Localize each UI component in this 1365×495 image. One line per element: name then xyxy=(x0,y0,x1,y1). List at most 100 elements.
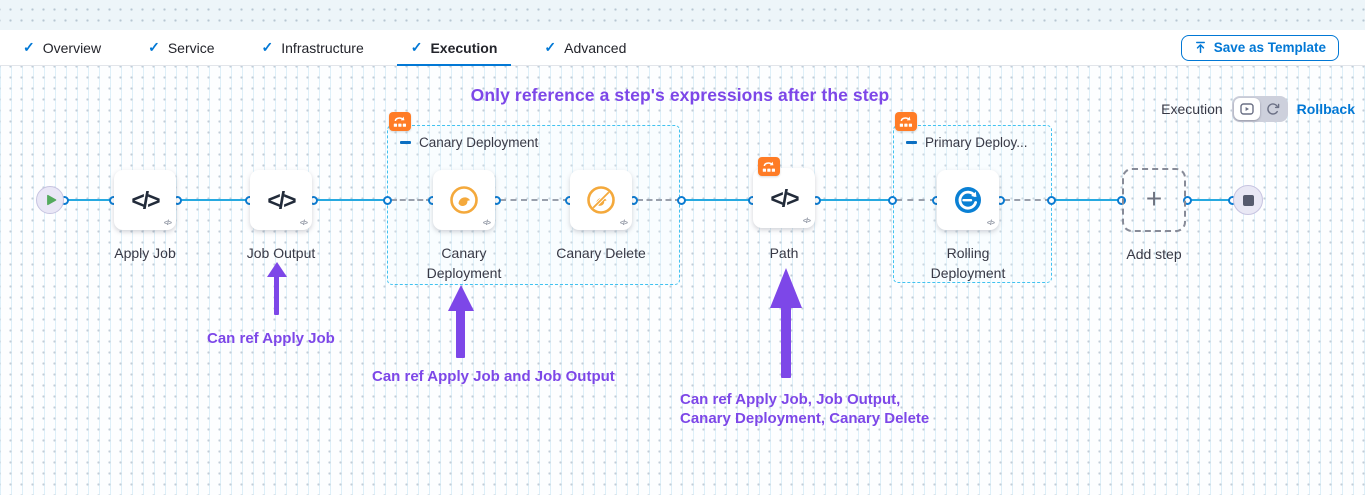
edge-connector xyxy=(637,199,681,201)
check-icon: ✓ xyxy=(148,39,160,55)
annotation-note-3-line1: Can ref Apply Job, Job Output, xyxy=(680,391,901,408)
code-icon: </> xyxy=(770,183,799,212)
rollback-steps-badge-icon xyxy=(758,157,780,176)
code-badge-icon: </> xyxy=(619,220,628,227)
step-job-output[interactable]: </> </> xyxy=(250,170,312,230)
annotation-arrow-shaft xyxy=(781,306,791,378)
edge-connector xyxy=(68,199,113,201)
edge-connector xyxy=(317,199,387,201)
annotation-arrow-head xyxy=(267,262,287,277)
code-badge-icon: </> xyxy=(986,220,995,227)
edge-connector xyxy=(1055,199,1121,201)
play-icon xyxy=(46,194,56,206)
tab-label: Execution xyxy=(430,39,498,56)
check-icon: ✓ xyxy=(23,39,35,55)
annotation-note-3: Can ref Apply Job, Job Output, Canary De… xyxy=(680,390,929,428)
rollback-steps-glyph xyxy=(393,116,406,127)
upload-icon xyxy=(1195,41,1205,54)
add-step-button[interactable]: + xyxy=(1122,168,1186,232)
step-label-path: Path xyxy=(769,245,799,261)
code-icon: </> xyxy=(267,185,296,214)
tab-infrastructure[interactable]: ✓ Infrastructure xyxy=(252,30,374,66)
canary-delete-icon xyxy=(587,186,615,214)
rollback-steps-badge-icon xyxy=(895,112,917,131)
code-badge-icon: </> xyxy=(163,220,172,227)
annotation-arrow-head xyxy=(448,285,474,311)
save-as-template-button[interactable]: Save as Template xyxy=(1180,34,1339,61)
canvas-top-strip xyxy=(0,0,1365,30)
tab-label: Service xyxy=(167,39,215,56)
connector-port[interactable] xyxy=(1047,196,1056,205)
group-label-row: Canary Deployment xyxy=(400,135,550,150)
step-path[interactable]: </> </> xyxy=(753,168,815,228)
step-label-canary-delete: Canary Delete xyxy=(556,245,646,261)
edge-connector xyxy=(500,199,569,201)
annotation-note-1: Can ref Apply Job xyxy=(207,330,335,347)
step-label-canary-deployment: Canary Deployment xyxy=(426,245,502,281)
tab-label: Infrastructure xyxy=(281,39,364,56)
plus-icon: + xyxy=(1145,182,1163,214)
step-label-apply-job: Apply Job xyxy=(114,245,176,261)
group-label-row: Primary Deploy... xyxy=(906,135,1036,150)
step-canary-delete[interactable]: </> xyxy=(570,170,632,230)
edge-connector xyxy=(1004,199,1051,201)
rollback-steps-glyph xyxy=(899,116,912,127)
annotation-title: Only reference a step's expressions afte… xyxy=(470,85,890,105)
code-badge-icon: </> xyxy=(802,218,811,225)
step-canary-deployment[interactable]: </> xyxy=(433,170,495,230)
stage-tabbar: ✓ Overview ✓ Service ✓ Infrastructure ✓ … xyxy=(0,30,1365,67)
connector-port[interactable] xyxy=(1117,196,1126,205)
tab-execution[interactable]: ✓ Execution xyxy=(396,30,512,67)
tab-service[interactable]: ✓ Service xyxy=(138,30,224,66)
check-icon: ✓ xyxy=(261,39,274,55)
edge-connector xyxy=(181,199,249,201)
edge-connector xyxy=(391,199,432,201)
annotation-note-2: Can ref Apply Job and Job Output xyxy=(372,368,615,385)
step-rolling-deployment[interactable]: </> xyxy=(937,170,999,230)
connector-port[interactable] xyxy=(888,196,897,205)
connector-port[interactable] xyxy=(677,196,686,205)
tab-overview[interactable]: ✓ Overview xyxy=(13,30,111,66)
code-badge-icon: </> xyxy=(482,220,491,227)
group-label: Primary Deploy... xyxy=(925,135,1028,150)
collapse-minus-icon[interactable] xyxy=(906,141,917,144)
rollback-toggle-option[interactable] xyxy=(1260,98,1286,120)
step-apply-job[interactable]: </> </> xyxy=(114,170,176,230)
edge-connector xyxy=(820,199,892,201)
rollback-steps-badge-icon xyxy=(389,112,411,131)
save-as-template-label: Save as Template xyxy=(1213,40,1326,55)
tab-advanced[interactable]: ✓ Advanced xyxy=(534,30,636,66)
tab-label: Overview xyxy=(42,39,102,56)
annotation-note-3-line2: Canary Deployment, Canary Delete xyxy=(680,410,930,427)
rollback-link[interactable]: Rollback xyxy=(1296,101,1355,117)
pipeline-start-node xyxy=(36,186,64,214)
code-badge-icon: </> xyxy=(299,220,308,227)
execution-mode-label: Execution xyxy=(1161,101,1223,117)
connector-port[interactable] xyxy=(383,196,392,205)
mode-bar: Execution Rollback xyxy=(1161,96,1355,122)
tab-label: Advanced xyxy=(564,39,627,56)
stop-icon xyxy=(1242,194,1254,206)
canary-deployment-icon xyxy=(450,186,478,214)
edge-connector xyxy=(896,199,936,201)
step-label-add-step: Add step xyxy=(1126,246,1182,262)
annotation-arrow-shaft xyxy=(456,310,465,358)
code-icon: </> xyxy=(131,185,160,214)
rollback-icon xyxy=(1266,102,1279,115)
check-icon: ✓ xyxy=(410,39,423,55)
execution-icon xyxy=(1239,103,1254,115)
execution-rollback-toggle[interactable] xyxy=(1231,96,1288,122)
edge-connector xyxy=(685,199,752,201)
annotation-arrow-shaft xyxy=(274,276,279,315)
collapse-minus-icon[interactable] xyxy=(400,141,411,144)
step-label-job-output: Job Output xyxy=(246,245,316,261)
group-label: Canary Deployment xyxy=(419,135,539,150)
rolling-deployment-icon xyxy=(955,187,981,213)
check-icon: ✓ xyxy=(544,39,557,55)
pipeline-end-node xyxy=(1233,185,1263,215)
rollback-steps-glyph xyxy=(762,161,775,172)
step-label-rolling-deployment: Rolling Deployment xyxy=(930,245,1006,281)
execution-toggle-option[interactable] xyxy=(1233,98,1260,120)
edge-connector xyxy=(1191,199,1232,201)
